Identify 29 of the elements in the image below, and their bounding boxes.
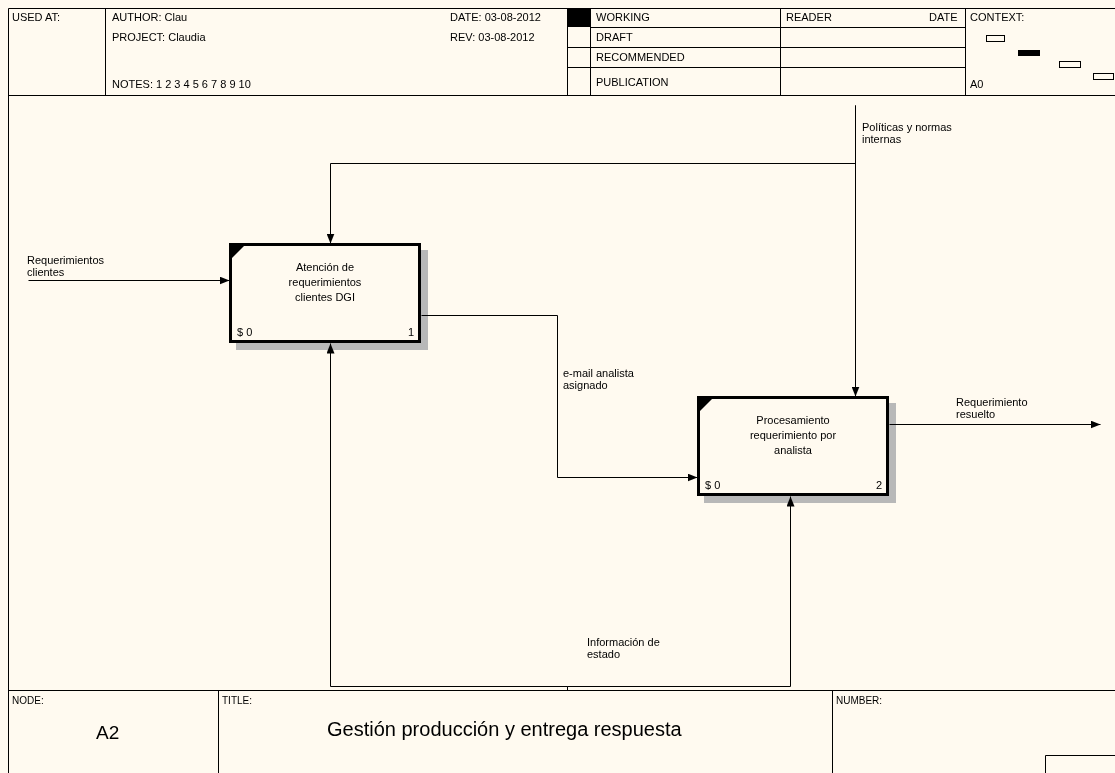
form-field-label: NUMBER: [836,694,883,707]
project-text: PROJECT: Claudia [112,31,206,44]
arrow [421,315,698,482]
revision-text: REV: 03-08-2012 [450,31,535,44]
arrow [326,105,856,244]
status-label: DRAFT [596,31,633,44]
arrow [28,276,230,285]
arrow [889,420,1101,429]
activity-number: 2 [875,479,882,491]
diagram-title: Gestión producción y entrega respuesta [327,717,682,741]
status-label: RECOMMENDED [596,51,685,64]
node-number: A2 [96,722,120,744]
activity-number: 1 [407,326,414,338]
notes-text: NOTES: 1 2 3 4 5 6 7 8 9 10 [112,78,251,91]
form-field-label: NODE: [12,694,44,707]
status-label: PUBLICATION [596,76,669,89]
status-label: WORKING [596,11,650,24]
activity-name: Atención de requerimientos clientes DGI [287,260,363,305]
form-field-label: TITLE: [222,694,252,707]
date-label: DATE [929,11,958,24]
activity-name: Procesamiento requerimiento por analista [748,413,838,458]
context-label: CONTEXT: [970,11,1025,24]
form-field-label: USED AT: [12,11,61,24]
reader-label: READER [786,11,832,24]
cost-text: $ 0 [705,479,721,491]
cost-text: $ 0 [237,326,253,338]
author-text: AUTHOR: Clau [112,11,188,24]
date-text: DATE: 03-08-2012 [450,11,541,24]
context-node-number: A0 [970,78,984,91]
